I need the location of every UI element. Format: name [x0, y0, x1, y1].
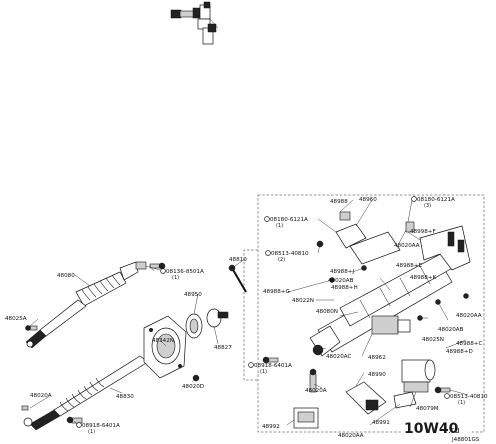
part-label: 48080	[57, 273, 75, 279]
part-label: 48020AB	[438, 327, 464, 333]
part-label: (2)	[278, 257, 285, 263]
part-label: 48020AB	[328, 278, 354, 284]
part-label: (1)	[276, 223, 283, 229]
part-label: 48962	[368, 355, 386, 361]
part-label: 48988+G	[263, 289, 290, 295]
part-label: 48020AA	[394, 243, 420, 249]
part-label: 48022N	[292, 298, 314, 304]
part-label: 48960	[359, 197, 377, 203]
part-label: (1)	[260, 369, 267, 375]
vehicle-locator-icon	[170, 1, 219, 45]
part-label: 48950	[184, 292, 202, 298]
bolt-48025a	[25, 325, 38, 331]
part-label: 48998+F	[410, 229, 436, 235]
part-label: 48020AA	[456, 313, 482, 319]
part-label: 48991	[372, 420, 390, 426]
intermediate-shaft-lower	[21, 345, 171, 431]
fastener-symbols	[76, 196, 450, 428]
part-label: 48988+H	[331, 285, 358, 291]
part-label: (3)	[424, 203, 431, 209]
block-48992	[293, 407, 319, 429]
watermark-logo: 10W40 .ru	[402, 418, 472, 437]
actuator-48990	[345, 381, 387, 415]
clamp-48827	[206, 308, 229, 328]
part-label: 48827	[214, 345, 232, 351]
bolt-08918-lower	[66, 416, 83, 424]
part-label: 48020D	[182, 384, 204, 390]
callout-labels: 48988 48960 08180-6121A (3) 08180-6121A …	[5, 197, 488, 439]
assembly-boundary	[243, 194, 485, 433]
intermediate-shaft-upper	[25, 261, 161, 349]
part-label: 48830	[116, 394, 134, 400]
part-label: 48988+K	[410, 275, 436, 281]
part-label: 48079M	[416, 406, 439, 412]
part-label: 48342N	[152, 338, 174, 344]
bolt-48810	[228, 264, 247, 293]
part-label: 48025A	[5, 316, 27, 322]
bolt-48020a-right	[309, 368, 317, 393]
leader-lines	[29, 199, 469, 426]
part-label: (1)	[88, 429, 95, 435]
part-label: 08136-8501A	[166, 269, 204, 275]
part-label: 08180-6121A	[417, 197, 455, 203]
watermark-domain: .ru	[448, 426, 460, 436]
part-label: 48988	[330, 199, 348, 205]
part-label: 08180-6121A	[270, 217, 308, 223]
part-label: 48020A	[305, 388, 327, 394]
part-label: 48080N	[316, 309, 338, 315]
part-label: 48988+J	[330, 269, 354, 275]
part-label: 48020AC	[326, 354, 352, 360]
part-label: 48988+C	[456, 341, 482, 347]
part-label: 48025N	[422, 337, 444, 343]
diagram-id: J48801GS	[451, 437, 480, 443]
part-label: 48990	[368, 372, 386, 378]
part-label: 08513-40810	[450, 394, 488, 400]
part-label: 08513-40810	[271, 251, 309, 257]
bolt-08136	[149, 262, 166, 270]
hole-cover-48342n	[143, 315, 187, 379]
bolt-08513-lower	[434, 386, 451, 394]
part-label: 48810	[229, 257, 247, 263]
motor-48079m	[401, 359, 436, 393]
steering-column-assembly	[309, 211, 471, 357]
part-label: 08918-6401A	[82, 423, 120, 429]
bolt-08918-right	[262, 356, 279, 364]
part-label: 48988+E	[396, 263, 422, 269]
seal-48950	[185, 313, 203, 339]
part-label: 48988+D	[446, 349, 473, 355]
part-label: 48020AA	[338, 433, 364, 439]
part-label: 08918-6401A	[254, 363, 292, 369]
part-label: 48992	[262, 424, 280, 430]
part-label: (1)	[458, 400, 465, 406]
part-label: 48020A	[30, 393, 52, 399]
watermark-text: 10W40	[404, 421, 459, 437]
part-label: (1)	[172, 275, 179, 281]
bracket-48991	[393, 391, 417, 409]
